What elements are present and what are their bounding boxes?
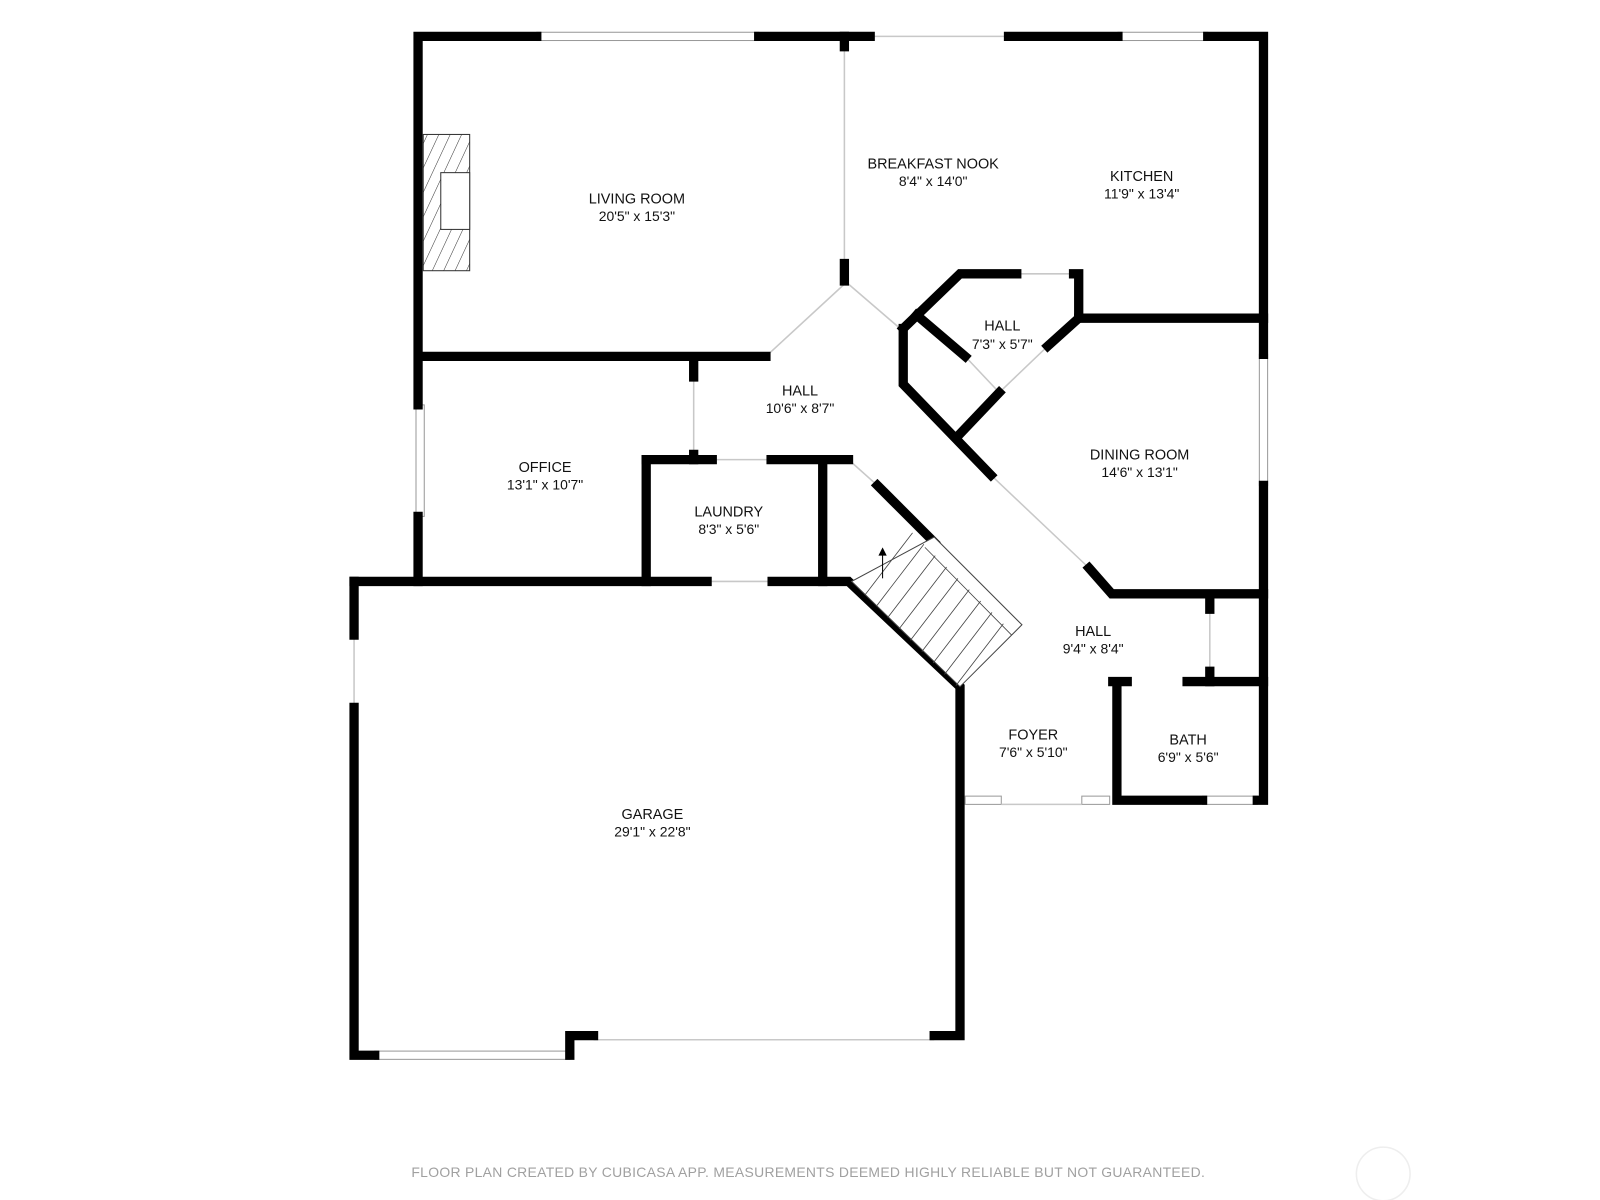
room-nook-dims: 8'4" x 14'0" (899, 173, 968, 189)
openings (353, 35, 1211, 1041)
room-hall-lower-name: HALL (1075, 624, 1111, 640)
room-hall-main-name: HALL (782, 384, 818, 400)
room-living-dims: 20'5" x 15'3" (599, 208, 675, 224)
walls (349, 31, 1269, 1060)
room-living-name: LIVING ROOM (589, 192, 685, 208)
room-foyer-name: FOYER (1008, 727, 1058, 743)
compass-icon (1355, 1146, 1411, 1200)
room-bath-dims: 6'9" x 5'6" (1158, 749, 1219, 765)
stair-arrow-icon (878, 547, 887, 556)
room-kitchen-name: KITCHEN (1110, 169, 1173, 185)
room-garage-dims: 29'1" x 22'8" (614, 823, 690, 839)
room-hall-main-dims: 10'6" x 8'7" (766, 400, 835, 416)
room-laundry-dims: 8'3" x 5'6" (698, 521, 759, 537)
fireplace (422, 133, 471, 272)
room-office-dims: 13'1" x 10'7" (507, 477, 583, 493)
room-labels: LIVING ROOM 20'5" x 15'3" BREAKFAST NOOK… (507, 157, 1219, 840)
room-kitchen-dims: 11'9" x 13'4" (1104, 185, 1179, 201)
room-garage-name: GARAGE (621, 807, 683, 823)
room-dining-dims: 14'6" x 13'1" (1101, 464, 1177, 480)
room-nook-name: BREAKFAST NOOK (868, 157, 1000, 173)
room-bath-name: BATH (1169, 733, 1206, 749)
room-hall-small-name: HALL (984, 319, 1020, 335)
room-foyer-dims: 7'6" x 5'10" (999, 744, 1068, 760)
room-dining-name: DINING ROOM (1090, 448, 1189, 464)
room-hall-small-dims: 7'3" x 5'7" (972, 336, 1033, 352)
footer-disclaimer: FLOOR PLAN CREATED BY CUBICASA APP. MEAS… (411, 1164, 1205, 1180)
room-hall-lower-dims: 9'4" x 8'4" (1063, 641, 1124, 657)
room-laundry-name: LAUNDRY (694, 504, 763, 520)
room-office-name: OFFICE (519, 460, 572, 476)
staircase (850, 532, 1023, 688)
